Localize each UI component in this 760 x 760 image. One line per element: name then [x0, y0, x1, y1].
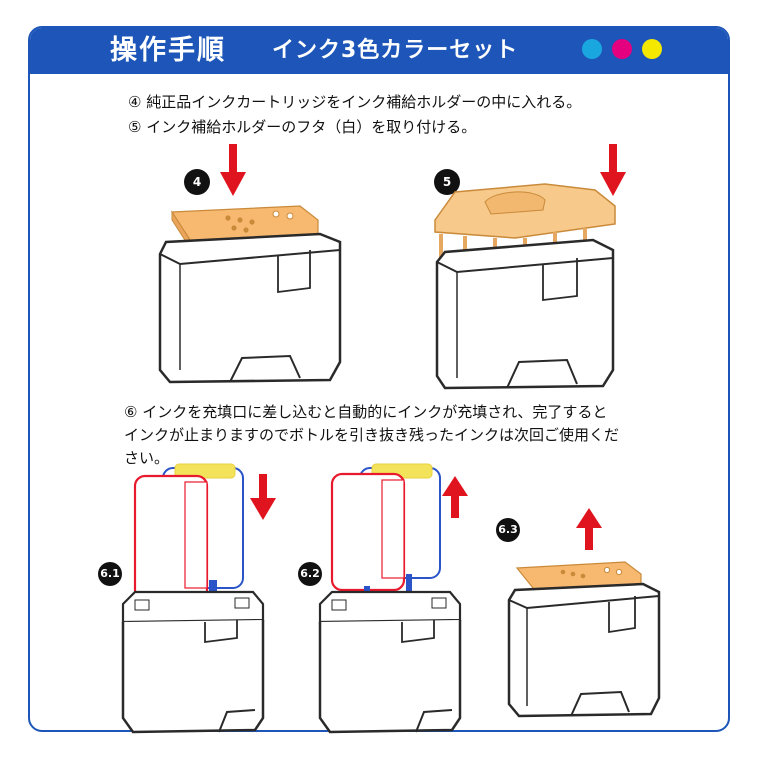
yellow-dot	[642, 39, 662, 59]
page-subtitle: インク3色カラーセット	[272, 38, 519, 63]
arrow-up-6-2	[442, 476, 468, 518]
step-5-text: ⑤ インク補給ホルダーのフタ（白）を取り付ける。	[128, 118, 477, 136]
bottles-in-holder-6-2	[318, 463, 462, 734]
bottles-in-holder-6-1	[121, 463, 265, 734]
page-title: 操作手順	[110, 35, 226, 66]
holder-with-cartridge-6-3	[507, 561, 661, 718]
step-6-text-line3: さい。	[124, 449, 170, 467]
magenta-dot	[612, 39, 632, 59]
arrow-up-6-3	[576, 508, 602, 550]
holder-with-lid-5	[434, 183, 616, 390]
step-6-text-line2: インクが止まりますのでボトルを引き抜き残ったインクは次回ご使用くだ	[124, 426, 620, 444]
cyan-dot	[582, 39, 602, 59]
badge-step-6-2: 6.2	[298, 562, 322, 586]
badge-step-5: 5	[434, 169, 460, 195]
arrow-down-4	[220, 144, 246, 196]
arrow-down-6-1	[250, 474, 276, 520]
badge-step-6-1: 6.1	[98, 562, 122, 586]
arrow-down-5	[600, 144, 626, 196]
step-4-text: ④ 純正品インクカートリッジをインク補給ホルダーの中に入れる。	[128, 93, 582, 111]
step-6-text-line1: ⑥ インクを充填口に差し込むと自動的にインクが充填され、完了すると	[124, 403, 608, 421]
badge-step-4: 4	[184, 169, 210, 195]
holder-with-cartridge-4	[158, 205, 342, 384]
badge-step-6-3: 6.3	[496, 518, 520, 542]
header-bar	[30, 28, 728, 74]
